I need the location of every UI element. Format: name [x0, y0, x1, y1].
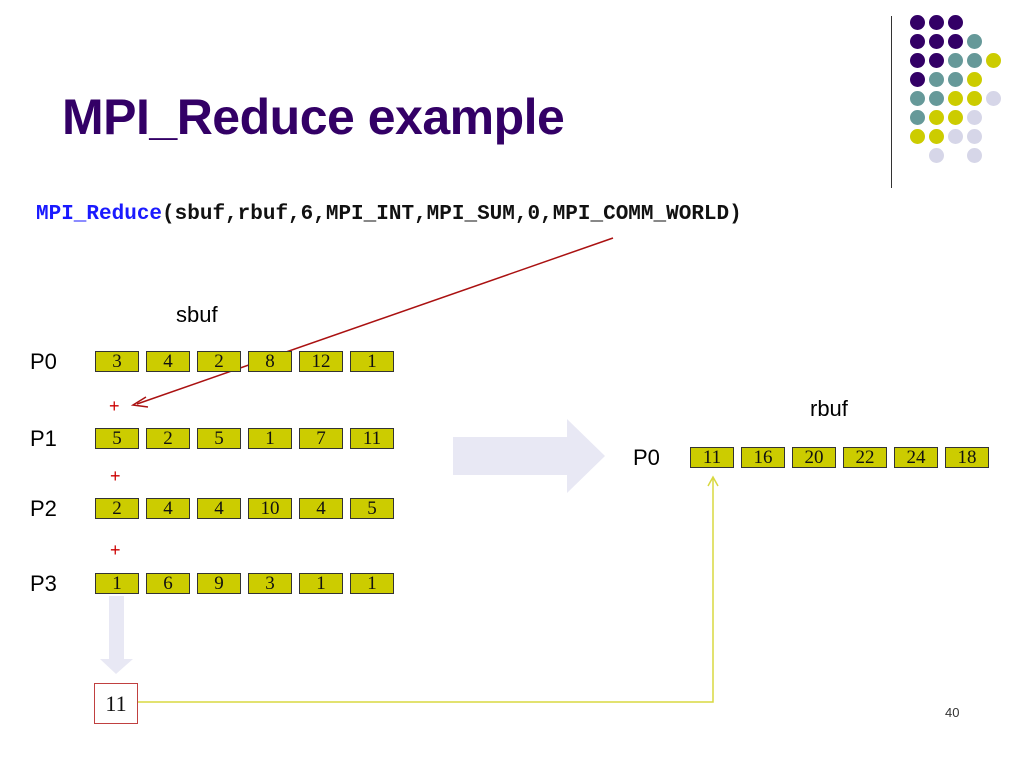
process-label-p1: P1: [30, 426, 57, 451]
decor-dot: [948, 72, 963, 87]
sbuf-cell-p0: 12: [299, 351, 343, 372]
plus-sign: +: [110, 466, 121, 486]
yellow-result-arrow: [137, 475, 719, 703]
decor-dot: [910, 91, 925, 106]
rbuf-cell: 16: [741, 447, 785, 468]
decor-dot: [929, 15, 944, 30]
rbuf-label: rbuf: [810, 396, 848, 421]
decor-dot: [967, 110, 982, 125]
decor-dot: [986, 91, 1001, 106]
decor-dot: [967, 148, 982, 163]
sbuf-cell-p3: 6: [146, 573, 190, 594]
page-number: 40: [945, 705, 960, 720]
decor-dot: [948, 91, 963, 106]
decor-dot: [929, 129, 944, 144]
decor-dot: [910, 34, 925, 49]
decor-dot: [929, 72, 944, 87]
decor-dot: [929, 148, 944, 163]
decor-divider: [891, 16, 892, 188]
rbuf-cell: 11: [690, 447, 734, 468]
process-label-p2: P2: [30, 496, 57, 521]
decor-dot: [948, 15, 963, 30]
rbuf-cell: 20: [792, 447, 836, 468]
sbuf-cell-p3: 9: [197, 573, 241, 594]
red-pointer-arrow: [130, 237, 614, 408]
plus-sign: +: [109, 396, 120, 416]
decor-dot: [929, 34, 944, 49]
sbuf-cell-p0: 1: [350, 351, 394, 372]
decor-dot: [948, 110, 963, 125]
decor-dot: [967, 34, 982, 49]
decor-dot: [948, 53, 963, 68]
decor-dot: [967, 129, 982, 144]
decor-dot: [948, 34, 963, 49]
sbuf-cell-p1: 7: [299, 428, 343, 449]
sbuf-cell-p0: 3: [95, 351, 139, 372]
sbuf-cell-p2: 4: [197, 498, 241, 519]
sbuf-cell-p1: 2: [146, 428, 190, 449]
decor-dot: [929, 110, 944, 125]
sbuf-cell-p2: 4: [299, 498, 343, 519]
sbuf-cell-p1: 5: [95, 428, 139, 449]
rbuf-cell: 24: [894, 447, 938, 468]
code-line: MPI_Reduce(sbuf,rbuf,6,MPI_INT,MPI_SUM,0…: [36, 203, 742, 226]
decor-dot: [929, 91, 944, 106]
code-function-name: MPI_Reduce: [36, 203, 163, 226]
decor-dot: [967, 72, 982, 87]
sbuf-cell-p2: 4: [146, 498, 190, 519]
big-right-arrow: [453, 419, 605, 493]
sbuf-cell-p1: 1: [248, 428, 292, 449]
sbuf-cell-p2: 2: [95, 498, 139, 519]
process-label-p0: P0: [30, 349, 57, 374]
decor-dot: [910, 129, 925, 144]
decor-dot: [910, 53, 925, 68]
rbuf-cell: 18: [945, 447, 989, 468]
decor-dot: [967, 91, 982, 106]
process-label-root: P0: [633, 445, 660, 470]
decor-dot: [910, 110, 925, 125]
slide-title: MPI_Reduce example: [62, 89, 565, 145]
sbuf-cell-p1: 11: [350, 428, 394, 449]
decor-dot: [948, 129, 963, 144]
sbuf-cell-p2: 5: [350, 498, 394, 519]
decor-dot: [910, 15, 925, 30]
sbuf-cell-p3: 1: [350, 573, 394, 594]
down-arrow: [100, 596, 133, 674]
sbuf-cell-p2: 10: [248, 498, 292, 519]
sbuf-label: sbuf: [176, 302, 218, 327]
decor-dot: [929, 53, 944, 68]
plus-sign: +: [110, 540, 121, 560]
rbuf-cell: 22: [843, 447, 887, 468]
code-arguments: (sbuf,rbuf,6,MPI_INT,MPI_SUM,0,MPI_COMM_…: [162, 203, 742, 226]
sbuf-cell-p3: 1: [299, 573, 343, 594]
sbuf-cell-p1: 5: [197, 428, 241, 449]
sbuf-cell-p3: 1: [95, 573, 139, 594]
process-label-p3: P3: [30, 571, 57, 596]
decor-dot: [967, 53, 982, 68]
partial-sum-box: 11: [94, 683, 138, 724]
sbuf-cell-p0: 8: [248, 351, 292, 372]
sbuf-cell-p0: 2: [197, 351, 241, 372]
decor-dot: [910, 72, 925, 87]
sbuf-cell-p0: 4: [146, 351, 190, 372]
decor-dot: [986, 53, 1001, 68]
sbuf-cell-p3: 3: [248, 573, 292, 594]
